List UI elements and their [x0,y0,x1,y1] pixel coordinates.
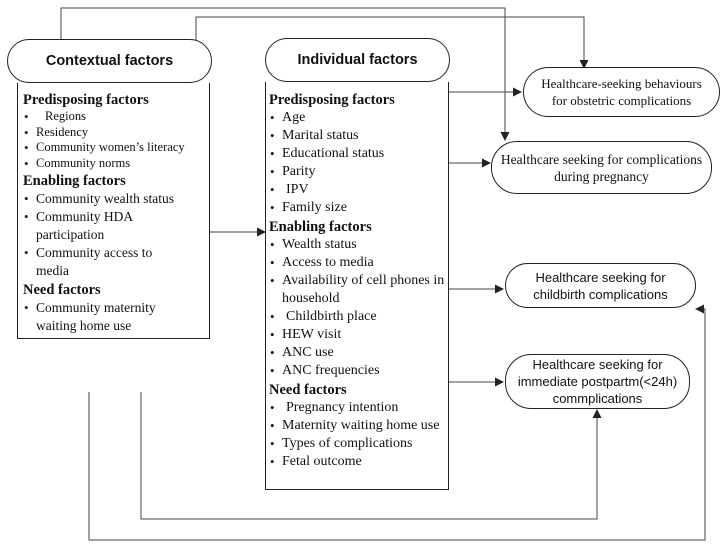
individual-factors-panel: Predisposing factors Age Marital status … [265,82,449,490]
list-item: ANC use [269,344,445,362]
contextual-enabling-heading: Enabling factors [23,173,126,189]
list-item: Marital status [269,127,445,145]
individual-factors-title: Individual factors [297,52,418,68]
contextual-loop-line [195,16,589,69]
individual-factors-header: Individual factors [265,38,450,82]
list-item: Community access to media [23,244,186,280]
list-item: HEW visit [269,326,445,344]
outcome-postpartum-complications: Healthcare seeking for immediate postpar… [505,354,690,409]
list-item: Access to media [269,254,445,272]
outcome-pregnancy-complications: Healthcare seeking for complications dur… [491,141,712,194]
list-item: Residency [23,125,206,141]
outcome-postpartum-label: Healthcare seeking for immediate postpar… [517,357,678,406]
contextual-need-heading: Need factors [23,282,101,298]
list-item: Availability of cell phones in household [269,272,445,308]
list-item: Maternity waiting home use [269,417,445,435]
outcome-childbirth-label: Healthcare seeking for childbirth compli… [533,269,668,302]
list-item: Family size [269,199,445,217]
list-item: Community wealth status [23,190,206,208]
outcome-obstetric-complications: Healthcare-seeking behaviours for obstet… [523,67,720,117]
list-item: Educational status [269,145,445,163]
list-item: Community maternity waiting home use [23,299,196,335]
contextual-to-childbirth-line [88,304,706,541]
outcome-obstetric-label: Healthcare-seeking behaviours for obstet… [541,76,702,108]
list-item: Community women’s literacy [23,140,206,156]
outcome-pregnancy-label: Healthcare seeking for complications dur… [500,151,703,184]
individual-need-heading: Need factors [269,382,347,398]
contextual-predisposing-heading: Predisposing factors [23,92,149,108]
contextual-factors-title: Contextual factors [45,53,174,69]
list-item: Wealth status [269,236,445,254]
list-item: ANC frequencies [269,362,445,380]
list-item: Age [269,109,445,127]
contextual-factors-header: Contextual factors [7,39,212,83]
individual-enabling-heading: Enabling factors [269,219,372,235]
list-item: Childbirth place [269,308,445,326]
list-item: Fetal outcome [269,453,445,471]
list-item: Community norms [23,156,206,172]
list-item: IPV [269,181,445,199]
list-item: Parity [269,163,445,181]
outcome-childbirth-complications: Healthcare seeking for childbirth compli… [505,263,696,308]
contextual-to-postpartum-line [140,392,602,520]
contextual-factors-panel: Predisposing factors Regions Residency C… [17,83,210,339]
list-item: Pregnancy intention [269,399,445,417]
list-item: Community HDA participation [23,208,161,244]
list-item: Types of complications [269,435,445,453]
individual-predisposing-heading: Predisposing factors [269,92,395,108]
list-item: Regions [23,109,206,125]
contextual-to-obstetric-line [60,7,510,141]
